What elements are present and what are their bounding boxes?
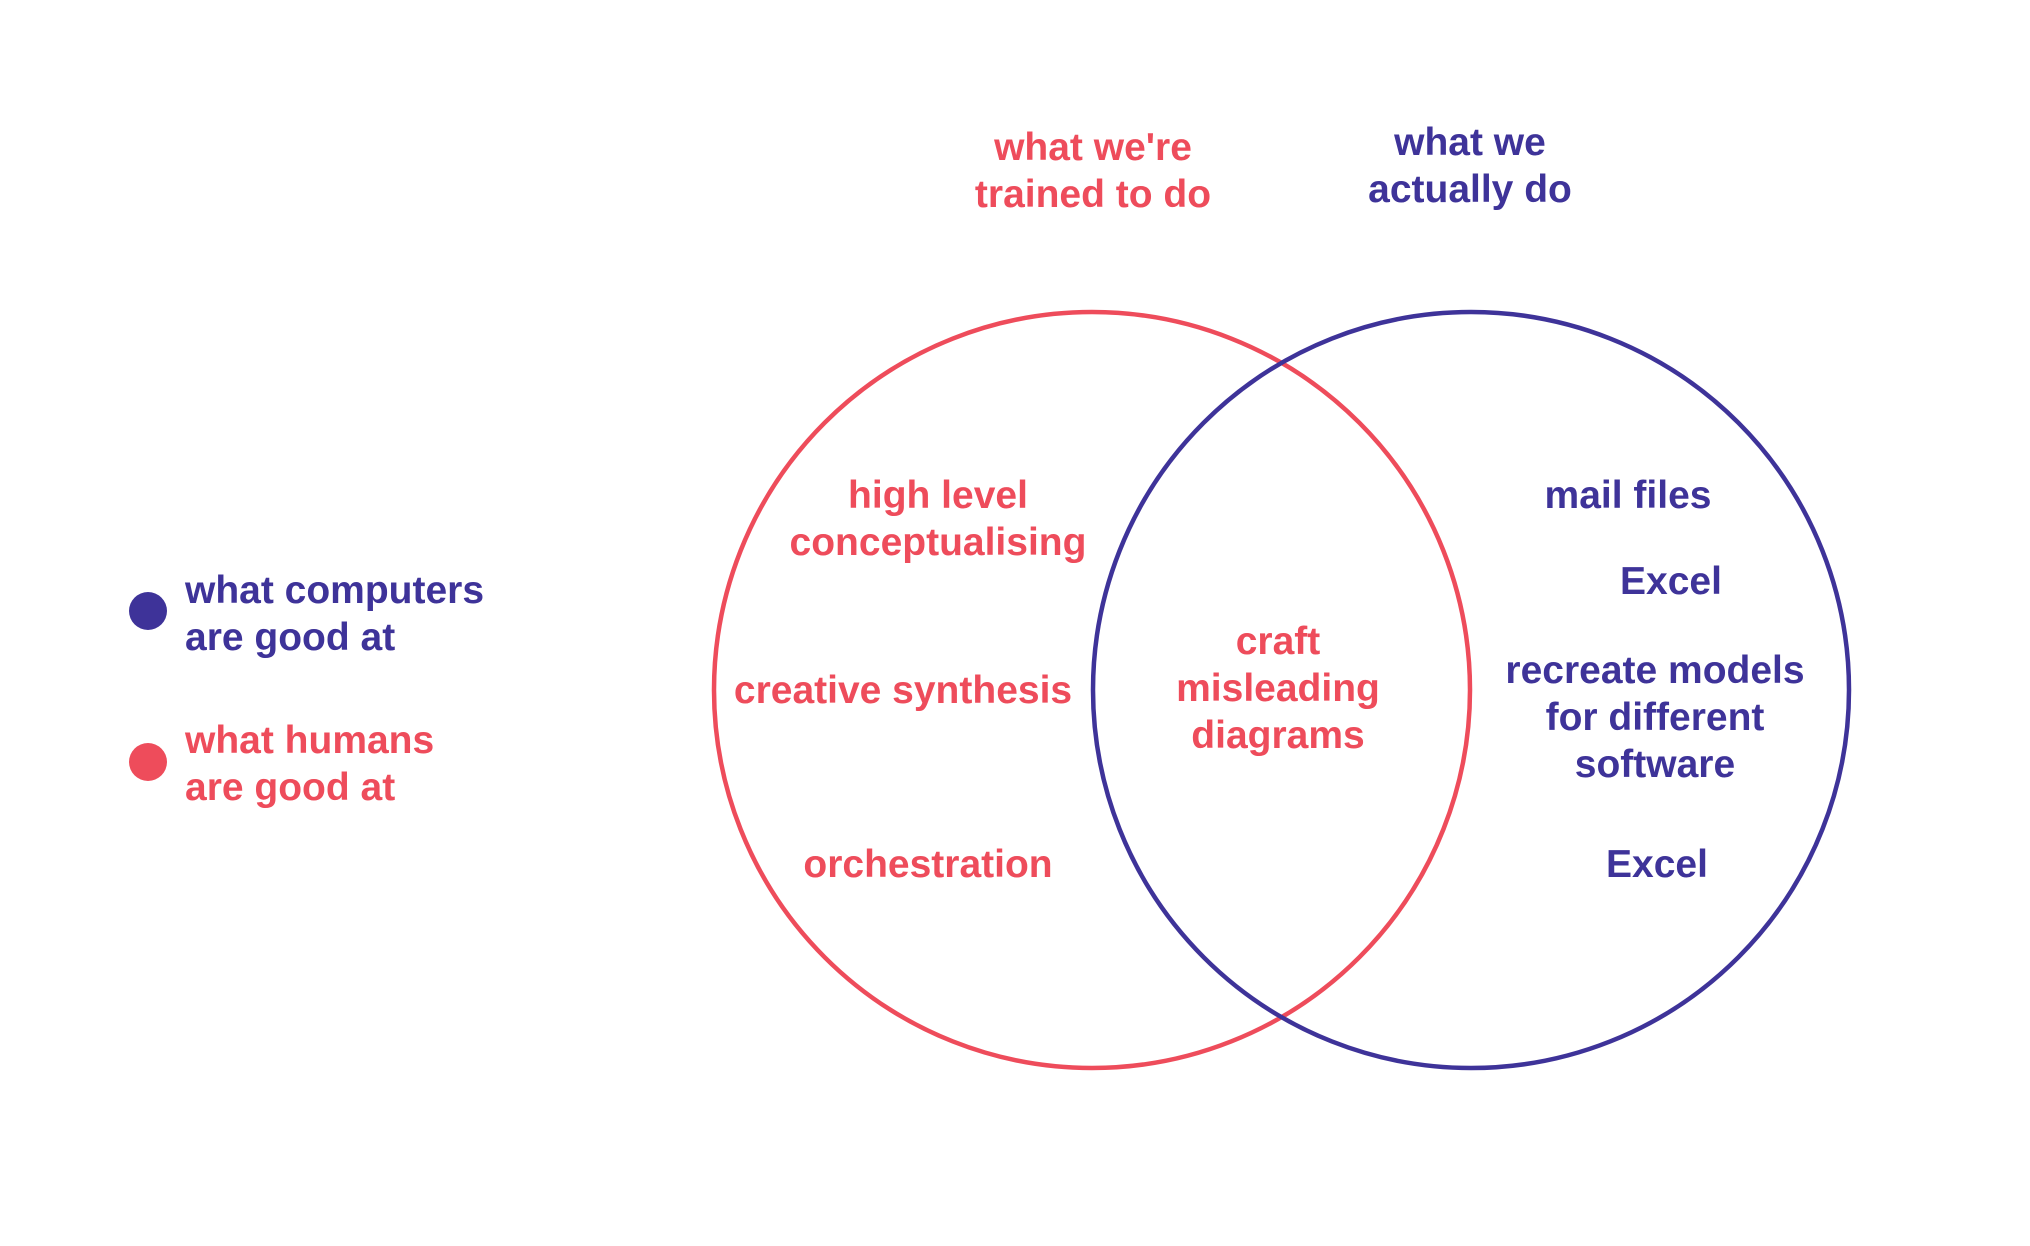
item-recreate-models-line-2: for different	[1546, 696, 1765, 739]
item-recreate-models-line-3: software	[1575, 743, 1735, 786]
item-high-level-line-2: conceptualising	[790, 521, 1087, 564]
venn-circle-actual	[1090, 309, 1852, 1071]
item-excel-2-line-1: Excel	[1606, 843, 1708, 886]
item-recreate-models-line-1: recreate models	[1505, 649, 1804, 692]
legend-label-computers-line-2: are good at	[185, 616, 395, 659]
venn-circles	[711, 309, 1852, 1071]
set-title-trained-line-2: trained to do	[975, 173, 1211, 216]
legend-label-humans-line-2: are good at	[185, 766, 395, 809]
item-high-level-line-1: high level	[848, 474, 1028, 517]
set-title-actual-line-2: actually do	[1368, 168, 1572, 211]
item-excel-2: Excel	[1606, 843, 1708, 886]
legend-dot-computers	[129, 592, 167, 630]
legend-label-computers-line-1: what computers	[184, 569, 484, 612]
item-mail-files-line-1: mail files	[1545, 474, 1712, 517]
item-orchestration-line-1: orchestration	[803, 843, 1052, 886]
item-creative-synthesis-line-1: creative synthesis	[734, 669, 1072, 712]
item-craft-misleading-line-1: craft	[1236, 620, 1321, 663]
item-excel-1-line-1: Excel	[1620, 560, 1722, 603]
set-title-trained-line-1: what we're	[993, 126, 1192, 169]
item-craft-misleading-line-3: diagrams	[1191, 714, 1364, 757]
item-mail-files: mail files	[1545, 474, 1712, 517]
venn-circle-trained	[711, 309, 1473, 1071]
item-excel-1: Excel	[1620, 560, 1722, 603]
item-craft-misleading-line-2: misleading	[1176, 667, 1380, 710]
legend-label-humans-line-1: what humans	[184, 719, 434, 762]
legend-dot-humans	[129, 743, 167, 781]
item-orchestration: orchestration	[803, 843, 1052, 886]
item-creative-synthesis: creative synthesis	[734, 669, 1072, 712]
set-title-actual-line-1: what we	[1393, 121, 1546, 164]
